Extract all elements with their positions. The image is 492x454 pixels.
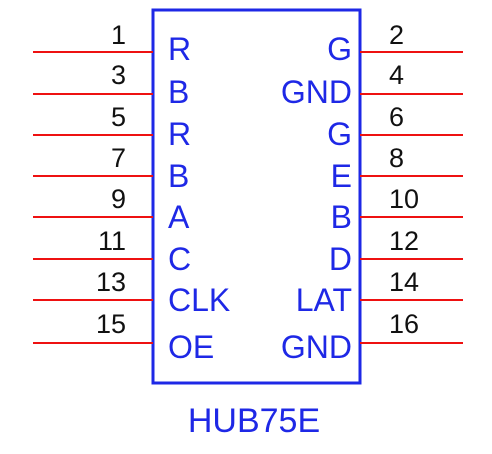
signal-label-pin-15: OE (168, 329, 214, 365)
pin-number-1: 1 (111, 20, 126, 50)
pin-number-9: 9 (111, 184, 126, 214)
pin-number-16: 16 (389, 309, 419, 339)
pin-number-11: 11 (98, 226, 126, 256)
signal-label-pin-9: A (168, 199, 190, 235)
signal-label-pin-5: R (168, 116, 191, 152)
pin-number-4: 4 (389, 60, 404, 90)
signal-label-pin-3: B (168, 74, 189, 110)
pin-number-14: 14 (389, 267, 419, 297)
signal-label-pin-16: GND (281, 329, 352, 365)
signal-label-pin-13: CLK (168, 282, 230, 318)
signal-label-pin-10: B (331, 199, 352, 235)
pin-number-12: 12 (389, 226, 419, 256)
signal-label-pin-6: G (327, 116, 352, 152)
pin-number-10: 10 (389, 184, 419, 214)
signal-label-pin-11: C (168, 241, 191, 277)
pin-number-8: 8 (389, 143, 404, 173)
pin-number-13: 13 (96, 267, 126, 297)
signal-label-pin-7: B (168, 158, 189, 194)
pin-number-6: 6 (389, 102, 404, 132)
signal-label-pin-2: G (327, 31, 352, 67)
signal-label-pin-1: R (168, 31, 191, 67)
pin-number-3: 3 (111, 60, 126, 90)
pin-number-15: 15 (96, 309, 126, 339)
pin-number-5: 5 (111, 102, 126, 132)
signal-label-pin-12: D (329, 241, 352, 277)
pin-number-7: 7 (111, 143, 126, 173)
pin-number-2: 2 (389, 20, 404, 50)
signal-label-pin-4: GND (281, 74, 352, 110)
signal-label-pin-8: E (331, 158, 352, 194)
component-name: HUB75E (188, 402, 320, 440)
ic-body (151, 8, 362, 385)
signal-label-pin-14: LAT (296, 282, 352, 318)
